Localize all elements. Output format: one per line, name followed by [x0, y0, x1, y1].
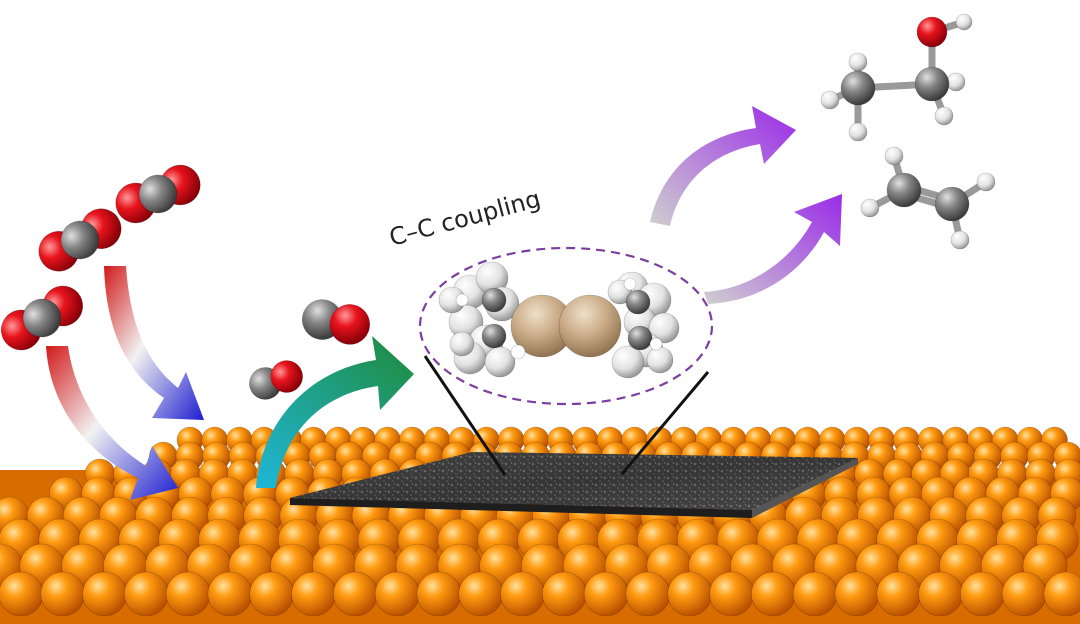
hydrogen-atom [484, 346, 516, 378]
copper-atom [709, 571, 754, 617]
co-molecule [301, 299, 371, 345]
copper-atom [416, 571, 462, 617]
hydrogen-atom [510, 344, 526, 360]
copper-atom [249, 571, 295, 617]
copper-atom [0, 571, 44, 617]
hydrogen-atom [848, 122, 868, 142]
hydrogen-atom [449, 331, 475, 357]
copper-atom [207, 571, 253, 617]
co-molecules [249, 299, 371, 400]
co2-molecules [0, 164, 201, 351]
copper-atom [500, 571, 545, 617]
carbon-atom [60, 220, 100, 260]
hydrogen-atom [860, 198, 880, 218]
oxygen-atom [329, 304, 371, 345]
arrow-to-ethanol [650, 106, 796, 226]
carbon-atom [625, 289, 651, 315]
copper-atom [918, 571, 963, 617]
hydrogen-atom [623, 277, 637, 291]
hydrogen-atom [646, 346, 674, 374]
copper-atom [667, 571, 713, 617]
arrow-co2-to-surface-2 [104, 266, 204, 420]
co2-molecule [0, 285, 84, 351]
carbon-atom [934, 186, 970, 222]
cc-coupling-label: C–C coupling [386, 185, 543, 252]
copper-atom [124, 571, 169, 617]
hydrogen-atom [648, 312, 680, 344]
catalyst-flake [290, 452, 858, 518]
carbon-atom [886, 172, 922, 208]
coupling-intermediate [418, 246, 714, 406]
hydrogen-atom [848, 52, 868, 72]
oxygen-atom [270, 360, 303, 393]
carbon-atom [481, 287, 507, 313]
copper-atom [291, 571, 336, 617]
dashed-ring [418, 246, 714, 406]
hydrogen-atom [611, 345, 645, 379]
copper-atom [792, 571, 838, 617]
copper-atom [82, 571, 127, 617]
hydrogen-atom [649, 337, 663, 351]
carbon-atom [138, 174, 178, 214]
carbon-atom [22, 298, 62, 338]
copper-atom [541, 571, 587, 617]
arrow-co2-to-surface-1 [46, 346, 178, 500]
zoom-lines [423, 355, 710, 476]
copper-atom [750, 571, 796, 617]
co-molecule [249, 360, 303, 400]
hydrogen-atom [820, 90, 840, 110]
co2-molecule [115, 164, 201, 224]
arrow-to-ethylene [704, 194, 842, 304]
arrow-co-desorption [256, 336, 414, 488]
copper-atom [583, 571, 629, 617]
copper-atom [625, 571, 671, 617]
co2-molecule [38, 208, 122, 272]
copper-atom [834, 571, 880, 617]
coupled-carbon-atom [558, 294, 622, 358]
copper-atom [458, 571, 504, 617]
copper-atom [332, 571, 378, 617]
hydrogen-atom [455, 293, 469, 307]
copper-atom [40, 571, 86, 617]
ethanol-molecule [820, 13, 973, 142]
copper-atom [165, 571, 211, 617]
hydrogen-atom [955, 13, 973, 31]
oxygen-atom [916, 16, 948, 48]
c2-intermediate-molecule [438, 261, 680, 379]
copper-atom [1001, 571, 1047, 617]
ethylene-molecule [860, 146, 996, 250]
copper-atom [959, 571, 1005, 617]
hydrogen-atom [884, 146, 904, 166]
carbon-atom [914, 66, 950, 102]
carbon-atom [840, 70, 876, 106]
copper-atom [374, 571, 420, 617]
carbon-atom [627, 325, 653, 351]
hydrogen-atom [950, 230, 970, 250]
copper-atom [876, 571, 922, 617]
hydrogen-atom [934, 106, 954, 126]
copper-atom [1043, 571, 1080, 617]
hydrogen-atom [946, 72, 966, 92]
hydrogen-atom [976, 172, 996, 192]
carbon-atom [481, 323, 507, 349]
